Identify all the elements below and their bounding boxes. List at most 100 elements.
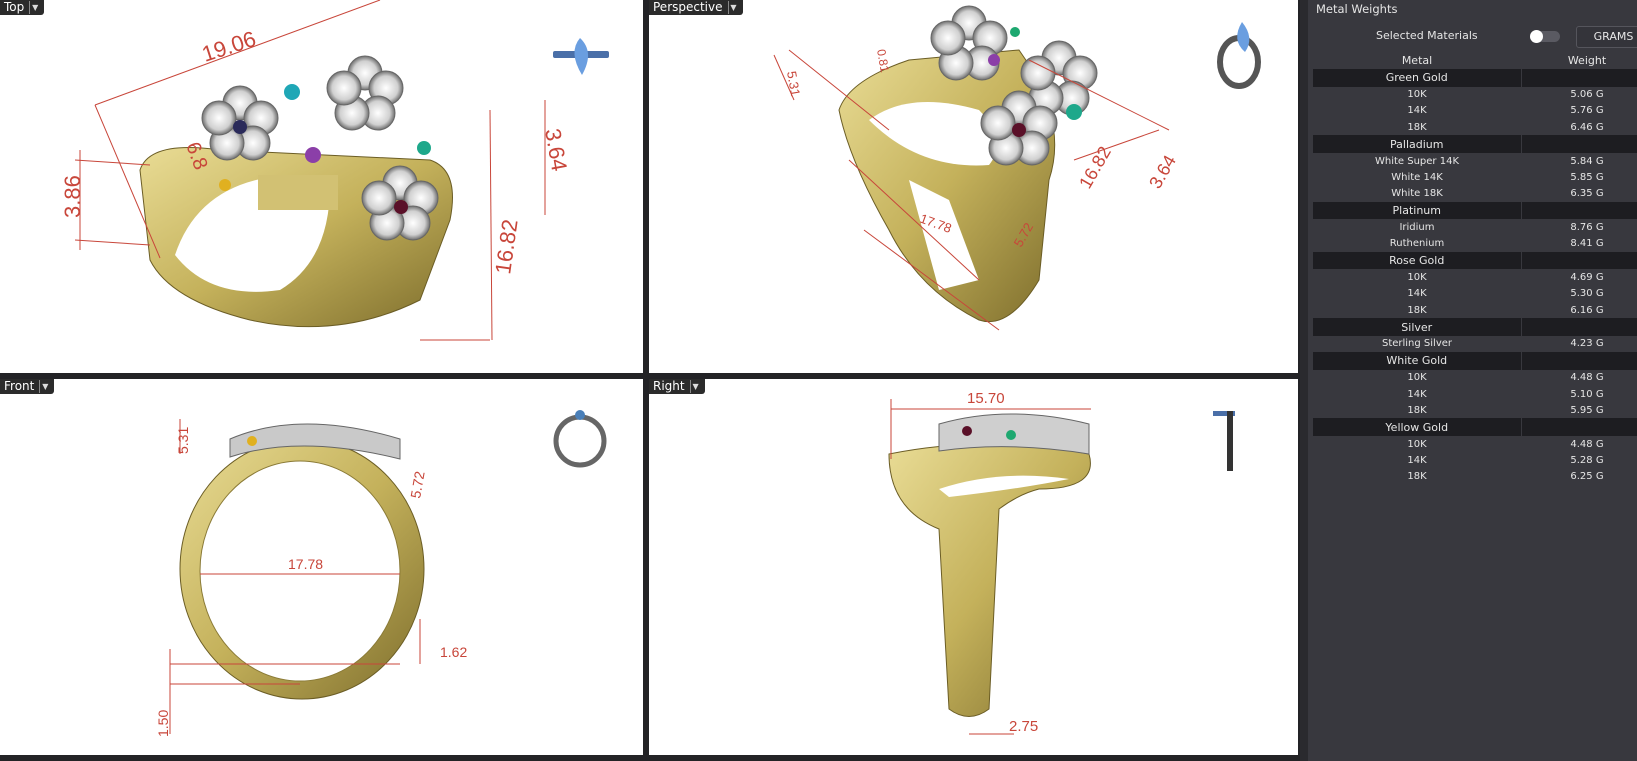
viewport-menu-icon[interactable]: ▼ bbox=[29, 1, 40, 14]
metal-weight: 6.35 G bbox=[1570, 188, 1604, 200]
gem bbox=[417, 141, 431, 155]
metal-weight: 5.85 G bbox=[1570, 171, 1604, 183]
viewport-label-right[interactable]: Right▼ bbox=[649, 379, 705, 394]
orientation-thumbnail-icon bbox=[1217, 22, 1261, 89]
metal-weight: 5.84 G bbox=[1570, 155, 1604, 167]
front-view-render: 17.78 5.31 5.72 1.62 1.50 bbox=[155, 410, 607, 737]
dimension-label: 19.06 bbox=[199, 26, 259, 67]
dimension-label: 2.75 bbox=[1009, 718, 1038, 735]
orientation-thumbnail-icon bbox=[1213, 411, 1235, 471]
group-row: Rose Gold bbox=[1313, 251, 1637, 270]
metal-weight: 6.25 G bbox=[1570, 471, 1604, 483]
group-name: Silver bbox=[1313, 318, 1521, 336]
gem bbox=[233, 120, 247, 134]
metal-name: 10K bbox=[1407, 89, 1427, 101]
dimension-label: 15.70 bbox=[967, 390, 1005, 407]
dimension-label: 3.86 bbox=[60, 175, 85, 218]
metal-name: 10K bbox=[1407, 272, 1427, 284]
selected-materials-toggle[interactable] bbox=[1530, 30, 1560, 43]
orientation-thumbnail-icon bbox=[553, 38, 609, 75]
viewport-perspective[interactable]: Perspective▼ 5.31 0.81 16.82 3.64 17.78 … bbox=[649, 0, 1298, 373]
viewport-label-front[interactable]: Front▼ bbox=[0, 379, 55, 394]
table-row[interactable]: 10K 4.48 G bbox=[1313, 370, 1637, 386]
table-row[interactable]: 18K 6.25 G bbox=[1313, 469, 1637, 485]
group-row: White Gold bbox=[1313, 352, 1637, 370]
gem bbox=[284, 84, 300, 100]
viewport-label-top[interactable]: Top▼ bbox=[0, 0, 45, 15]
dimension-label: 16.82 bbox=[490, 218, 522, 276]
dimension-label: 16.82 bbox=[1075, 143, 1115, 192]
viewport-label-perspective[interactable]: Perspective▼ bbox=[649, 0, 743, 15]
metal-weight: 5.95 G bbox=[1570, 404, 1604, 416]
metal-name: 14K bbox=[1407, 388, 1427, 400]
dimension-label: 5.31 bbox=[175, 427, 191, 454]
metal-name: 10K bbox=[1407, 372, 1427, 384]
metal-weight: 4.48 G bbox=[1570, 438, 1604, 450]
group-name: Rose Gold bbox=[1313, 251, 1521, 270]
gem bbox=[305, 147, 321, 163]
metal-weight: 5.10 G bbox=[1570, 388, 1604, 400]
viewport-front[interactable]: Front▼ 17.78 5.31 5.72 1.62 1.50 bbox=[0, 379, 643, 755]
dimension-label: 1.62 bbox=[440, 644, 467, 660]
group-weight-empty bbox=[1520, 69, 1637, 87]
dimension-label: 3.64 bbox=[1145, 152, 1180, 192]
group-name: Green Gold bbox=[1313, 69, 1521, 87]
metal-weight: 6.46 G bbox=[1570, 121, 1604, 133]
viewport-menu-icon[interactable]: ▼ bbox=[689, 380, 701, 393]
gem bbox=[219, 179, 231, 191]
group-row: Silver bbox=[1313, 318, 1637, 336]
table-row[interactable]: 14K 5.10 G bbox=[1313, 386, 1637, 402]
column-header-metal: Metal bbox=[1401, 54, 1433, 67]
gem bbox=[1010, 27, 1020, 37]
metal-weight: 4.23 G bbox=[1570, 338, 1604, 350]
group-weight-empty bbox=[1520, 201, 1637, 220]
metal-name: 14K bbox=[1407, 454, 1427, 466]
viewport-top[interactable]: Top▼ 19.06 3.86 3.64 16.82 6.8 bbox=[0, 0, 643, 373]
panel-title: Metal Weights bbox=[1316, 2, 1398, 16]
orientation-thumbnail-icon bbox=[553, 410, 607, 468]
metal-weight: 4.48 G bbox=[1570, 372, 1604, 384]
metal-name: 18K bbox=[1407, 304, 1427, 316]
group-row: Yellow Gold bbox=[1313, 418, 1637, 436]
metal-weight: 6.16 G bbox=[1570, 304, 1604, 316]
metal-weight: 4.69 G bbox=[1570, 272, 1604, 284]
units-button[interactable]: GRAMS bbox=[1576, 26, 1637, 48]
group-row: Palladium bbox=[1313, 135, 1637, 153]
metal-weight: 5.30 G bbox=[1570, 288, 1604, 300]
table-row[interactable]: 14K 5.30 G bbox=[1313, 286, 1637, 302]
perspective-view-render: 5.31 0.81 16.82 3.64 17.78 5.72 bbox=[773, 5, 1261, 331]
table-row[interactable]: Sterling Silver 4.23 G bbox=[1313, 336, 1637, 352]
gem bbox=[394, 200, 408, 214]
metal-name: 14K bbox=[1407, 288, 1427, 300]
metal-name: Iridium bbox=[1399, 221, 1435, 233]
group-weight-empty bbox=[1520, 318, 1637, 336]
table-row[interactable]: 10K 4.69 G bbox=[1313, 269, 1637, 285]
table-row[interactable]: 18K 6.16 G bbox=[1313, 302, 1637, 318]
table-row[interactable]: White 18K 6.35 G bbox=[1313, 185, 1637, 201]
metal-name: 18K bbox=[1407, 471, 1427, 483]
viewport-right[interactable]: Right▼ 15.70 2.75 bbox=[649, 379, 1298, 755]
top-view-render: 19.06 3.86 3.64 16.82 6.8 bbox=[60, 0, 609, 341]
metal-name: Sterling Silver bbox=[1381, 338, 1453, 350]
viewport-menu-icon[interactable]: ▼ bbox=[727, 1, 739, 14]
dimension-label: 1.50 bbox=[155, 710, 171, 737]
viewport-menu-icon[interactable]: ▼ bbox=[39, 380, 50, 393]
group-weight-empty bbox=[1520, 352, 1637, 370]
metal-name: White 18K bbox=[1391, 188, 1443, 200]
gem bbox=[1066, 104, 1082, 120]
group-weight-empty bbox=[1520, 135, 1637, 153]
right-view-render: 15.70 2.75 bbox=[888, 390, 1235, 735]
toggle-knob bbox=[1530, 30, 1543, 43]
group-name: Yellow Gold bbox=[1313, 418, 1521, 436]
